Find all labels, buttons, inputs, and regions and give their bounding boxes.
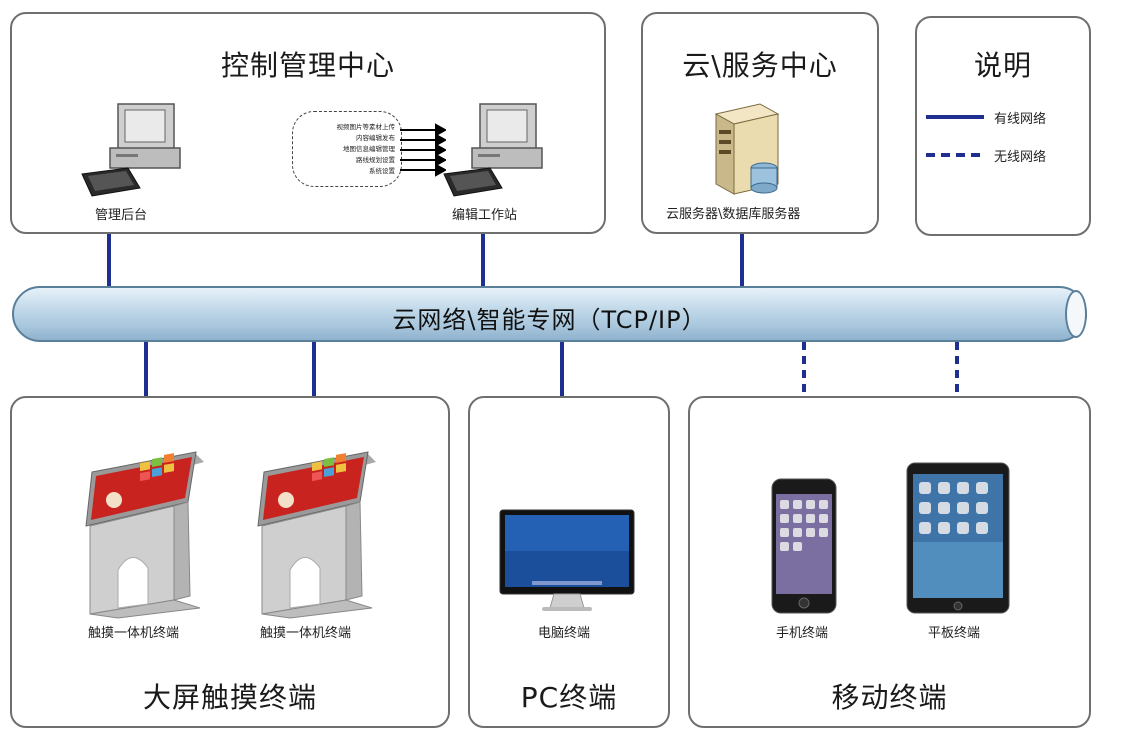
legend-wired-line	[926, 115, 984, 119]
functions-bubble: 视频图片等素材上传 内容编辑发布 地图信息编辑管理 路线规划设置 系统设置	[292, 111, 402, 187]
wire-kiosk-1	[144, 342, 148, 398]
function-item: 系统设置	[369, 167, 395, 175]
function-item: 视频图片等素材上传	[336, 123, 396, 131]
legend-wireless-line	[926, 153, 984, 157]
tablet-label: 平板终端	[928, 626, 981, 641]
kiosk-icon	[257, 451, 376, 619]
network-bus-end	[1065, 290, 1087, 338]
tablet-icon	[906, 462, 1010, 614]
mobile-group-panel: 移动终端	[688, 396, 1091, 728]
pc-group-title: PC终端	[520, 681, 618, 714]
wire-admin	[107, 234, 111, 288]
kiosk-group-panel: 大屏触摸终端	[10, 396, 450, 728]
network-label: 云网络\智能专网（TCP/IP）	[392, 306, 707, 334]
phone-icon	[771, 478, 837, 614]
kiosk-label-2: 触摸一体机终端	[260, 626, 352, 641]
kiosk-group-title: 大屏触摸终端	[142, 681, 317, 714]
legend-panel: 说明	[915, 16, 1091, 236]
cloud-center-title: 云\服务中心	[682, 49, 838, 82]
workstation-label: 编辑工作站	[452, 208, 518, 223]
wire-workstation	[481, 234, 485, 288]
admin-computer-icon	[81, 103, 181, 197]
function-item: 地图信息编辑管理	[343, 145, 395, 153]
network-bus: 云网络\智能专网（TCP/IP）	[12, 286, 1087, 342]
monitor-icon	[499, 509, 635, 611]
legend-wireless-label: 无线网络	[994, 150, 1047, 165]
admin-label: 管理后台	[95, 208, 148, 223]
wire-server	[740, 234, 744, 288]
function-item: 内容编辑发布	[356, 134, 395, 142]
phone-label: 手机终端	[776, 626, 829, 641]
wire-phone	[802, 342, 806, 398]
pc-label: 电脑终端	[538, 626, 591, 641]
server-icon	[714, 103, 780, 195]
wire-tablet	[955, 342, 959, 398]
workstation-computer-icon	[443, 103, 543, 197]
arrows-icon	[400, 123, 446, 177]
server-label: 云服务器\数据库服务器	[666, 207, 801, 222]
wire-kiosk-2	[312, 342, 316, 398]
legend-wired-label: 有线网络	[994, 112, 1047, 127]
mobile-group-title: 移动终端	[831, 681, 948, 714]
wire-pc	[560, 342, 564, 398]
kiosk-label-1: 触摸一体机终端	[88, 626, 180, 641]
legend-title: 说明	[973, 49, 1032, 82]
control-center-title: 控制管理中心	[220, 49, 395, 82]
function-item: 路线规划设置	[356, 156, 395, 164]
kiosk-icon	[85, 451, 204, 619]
